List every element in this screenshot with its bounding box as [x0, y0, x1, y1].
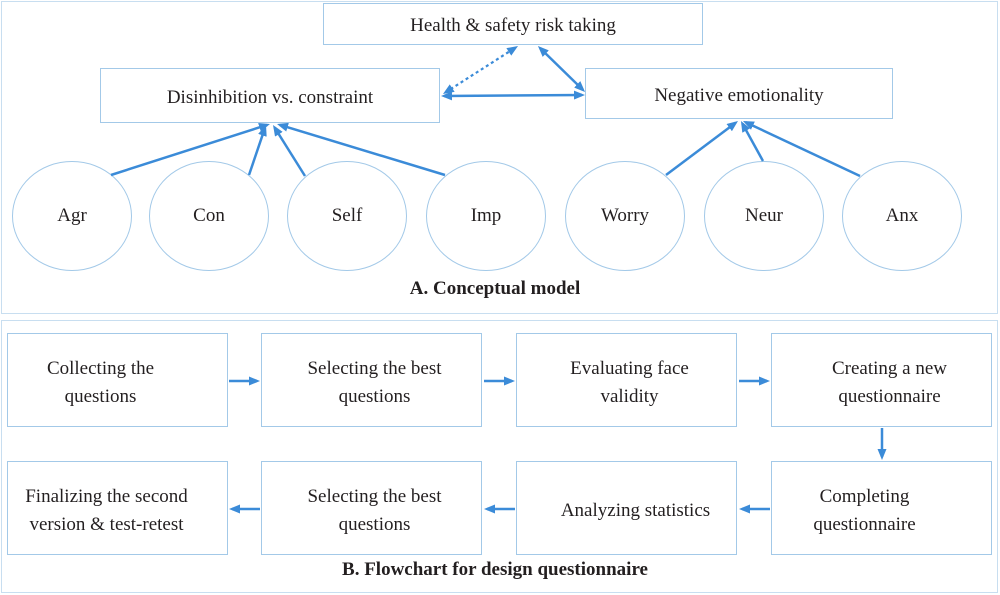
step-label-line: questions [338, 385, 411, 407]
panel-a-caption: A. Conceptual model [409, 278, 581, 299]
factor-label: Disinhibition vs. constraint [166, 86, 374, 108]
step-6-box: Analyzing statistics [516, 461, 737, 555]
step-label-line: Finalizing the second [25, 485, 188, 507]
step-1-box: Collecting the questions [7, 333, 228, 427]
trait-node-con: Con [149, 161, 269, 271]
factor-box-disinhibition: Disinhibition vs. constraint [100, 68, 440, 123]
step-label-line: Completing [819, 485, 910, 507]
outcome-box-health-safety-risk-taking: Health & safety risk taking [323, 3, 703, 45]
step-4-box: Creating a new questionnaire [771, 333, 992, 427]
step-label-line: Evaluating face [570, 357, 689, 379]
conceptual-model-frame [1, 1, 998, 314]
trait-node-neur: Neur [704, 161, 824, 271]
step-label-line: questionnaire [813, 513, 916, 535]
trait-label: Con [193, 205, 225, 226]
step-label-line: questionnaire [838, 385, 941, 407]
trait-label: Agr [57, 205, 87, 226]
trait-label: Imp [470, 205, 502, 226]
step-label-line: validity [600, 385, 659, 407]
flowchart-frame [1, 320, 998, 593]
factor-label: Negative emotionality [654, 84, 824, 106]
step-7-box: Selecting the best questions [261, 461, 482, 555]
step-2-box: Selecting the best questions [261, 333, 482, 427]
trait-label: Neur [745, 205, 783, 226]
step-3-box: Evaluating face validity [516, 333, 737, 427]
trait-node-imp: Imp [426, 161, 546, 271]
step-5-box: Completing questionnaire [771, 461, 992, 555]
trait-node-worry: Worry [565, 161, 685, 271]
panel-b-caption: B. Flowchart for design questionnaire [342, 559, 648, 580]
step-label-line: Creating a new [831, 357, 947, 379]
trait-node-anx: Anx [842, 161, 962, 271]
trait-label: Worry [600, 205, 650, 226]
trait-label: Self [331, 205, 363, 226]
step-8-box: Finalizing the second version & test-ret… [7, 461, 228, 555]
step-label-line: questions [64, 385, 137, 407]
step-label-line: Selecting the best [307, 357, 442, 379]
step-label-line: questions [338, 513, 411, 535]
step-label-line: Selecting the best [307, 485, 442, 507]
step-label-line: version & test-retest [29, 513, 184, 535]
step-label-line: Analyzing statistics [560, 499, 711, 521]
step-label-line: Collecting the [46, 357, 155, 379]
trait-label: Anx [885, 205, 919, 226]
trait-node-self: Self [287, 161, 407, 271]
factor-box-negative-emotionality: Negative emotionality [585, 68, 893, 119]
outcome-label: Health & safety risk taking [410, 15, 616, 36]
trait-node-agr: Agr [12, 161, 132, 271]
